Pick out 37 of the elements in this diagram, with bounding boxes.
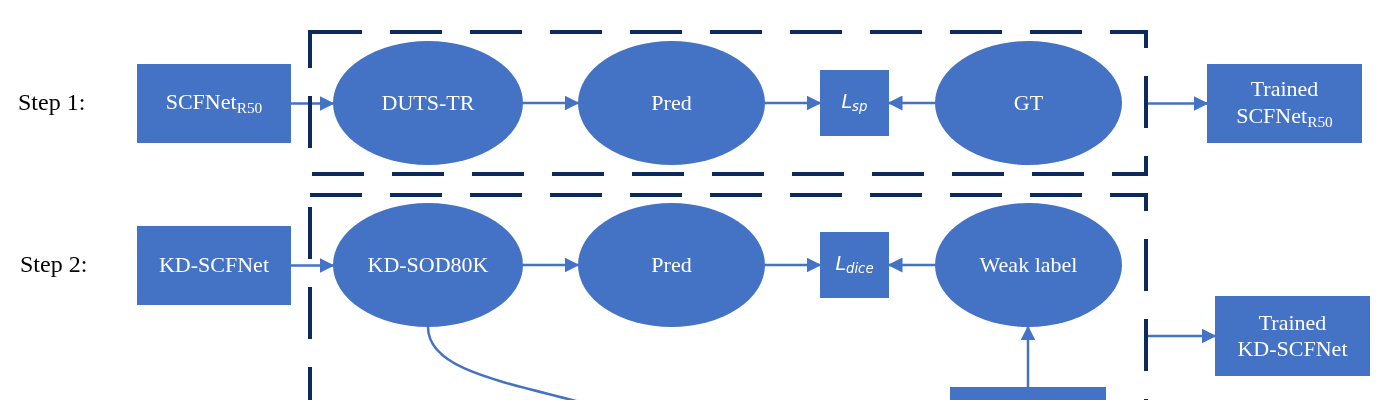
process-box — [1207, 64, 1362, 143]
data-ellipse — [578, 41, 765, 165]
data-ellipse — [578, 203, 765, 327]
node-label: L$_{sp}$ — [841, 90, 868, 116]
node-label: DUTS-TR — [381, 89, 475, 117]
loss-box — [820, 232, 889, 298]
data-ellipse — [935, 203, 1122, 327]
node-label: KD-SCFNet — [159, 252, 269, 279]
arrow — [523, 257, 580, 273]
node-label: KD-SOD80K — [367, 251, 489, 279]
step-label: Step 1: — [18, 89, 86, 116]
arrow — [765, 257, 822, 273]
process-box — [1215, 296, 1370, 376]
arrow — [1148, 96, 1209, 111]
process-box — [137, 64, 291, 143]
arrow — [291, 96, 335, 111]
process-box — [137, 226, 291, 305]
arrow — [523, 95, 580, 111]
arrow — [1020, 325, 1036, 387]
data-ellipse — [333, 203, 523, 327]
node-label: L$_{dice}$ — [835, 252, 874, 278]
node-label: Pred — [651, 251, 692, 279]
node-label: SCFNet$_{R50}$ — [165, 89, 263, 118]
loss-box — [820, 70, 889, 136]
dashed-group-frame — [308, 193, 1148, 400]
arrow — [1148, 328, 1217, 344]
node-label: Trained KD-SCFNet — [1236, 309, 1349, 363]
node-label: Pred — [651, 89, 692, 117]
arrow — [291, 258, 335, 273]
data-ellipse — [333, 41, 523, 165]
data-ellipse — [935, 41, 1122, 165]
node-label: GT — [1013, 89, 1044, 117]
arrow — [765, 95, 822, 111]
step-label: Step 2: — [20, 251, 88, 278]
dashed-group-frame — [308, 30, 1148, 176]
node-label: Trained SCFNet$_{R50}$ — [1235, 76, 1334, 131]
node-label: Weak label — [979, 251, 1078, 279]
